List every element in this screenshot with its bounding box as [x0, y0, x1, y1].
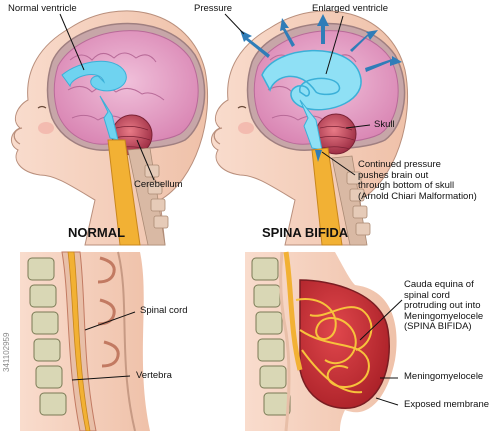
- label-cauda-equina: Cauda equina of spinal cord protruding o…: [404, 279, 484, 333]
- label-skull: Skull: [374, 119, 395, 130]
- leader-lines: [59, 13, 403, 406]
- label-spinal-cord: Spinal cord: [140, 305, 188, 316]
- normal-head: [11, 10, 209, 246]
- label-continued-pressure: Continued pressure pushes brain out thro…: [358, 159, 477, 202]
- continued-pressure-line-2: pushes brain out: [358, 169, 429, 181]
- label-pressure: Pressure: [194, 3, 233, 14]
- label-meningomyelocele: Meningomyelocele: [404, 371, 484, 382]
- enlarged-head: [211, 10, 409, 246]
- label-cerebellum: Cerebellum: [134, 179, 183, 190]
- normal-spine: [20, 251, 150, 431]
- label-vertebra: Vertebra: [136, 370, 172, 381]
- heading-normal: NORMAL: [68, 225, 126, 240]
- label-exposed-membrane: Exposed membrane: [404, 399, 490, 410]
- label-normal-ventricle: Normal ventricle: [8, 3, 77, 14]
- stock-id: 341102959: [2, 332, 11, 372]
- continued-pressure-line-4: (Arnold Chiari Malformation): [358, 190, 477, 202]
- cauda-equina-line-5: (SPINA BIFIDA): [404, 321, 472, 332]
- continued-pressure-line-3: through bottom of skull: [358, 180, 455, 191]
- cauda-equina-line-1: Cauda equina of: [404, 279, 474, 290]
- heading-spina-bifida: SPINA BIFIDA: [262, 225, 349, 240]
- cauda-equina-line-3: protruding out into: [404, 300, 481, 311]
- cauda-equina-line-2: spinal cord: [404, 289, 450, 301]
- cauda-equina-line-4: Meningomyelocele: [404, 310, 484, 322]
- continued-pressure-line-1: Continued pressure: [358, 159, 441, 170]
- spina-bifida-spine: [245, 251, 397, 431]
- label-enlarged-ventricle: Enlarged ventricle: [312, 3, 389, 14]
